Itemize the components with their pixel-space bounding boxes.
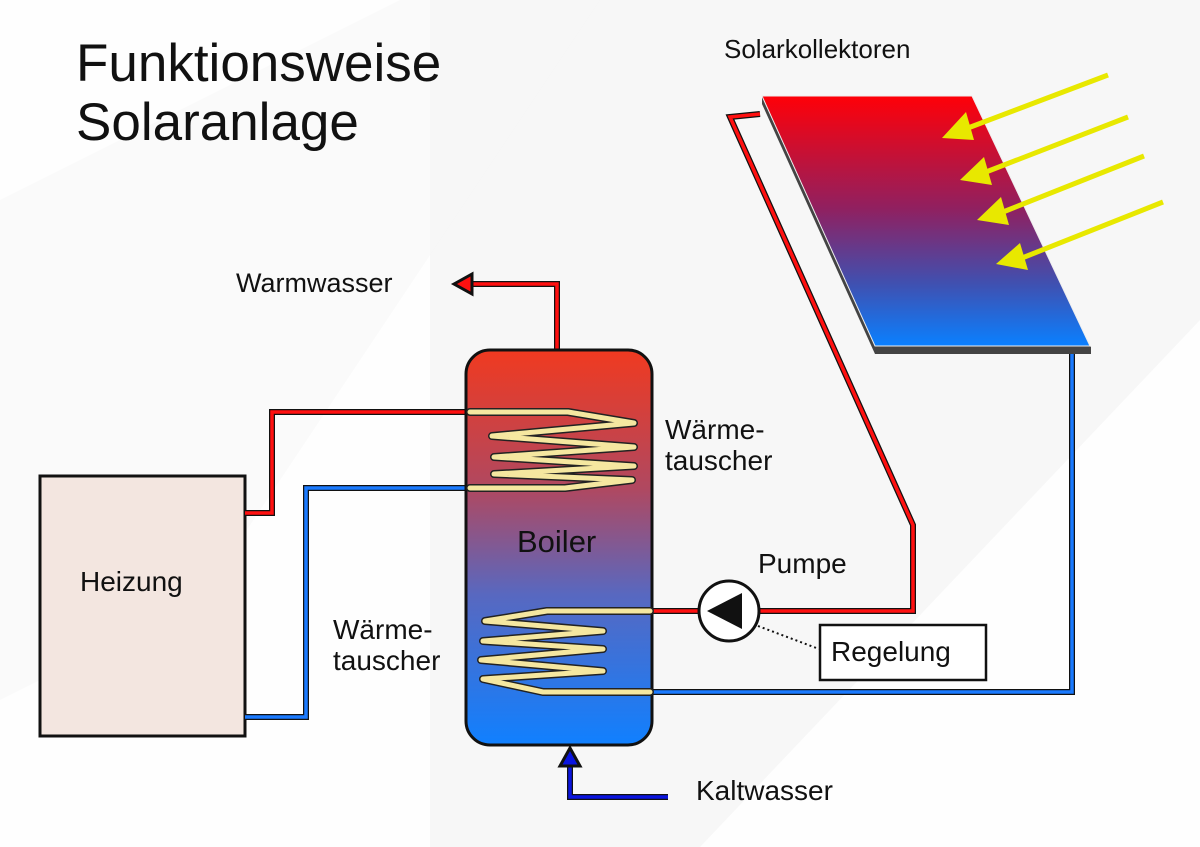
lower-heat-exchanger-label: Wärme- tauscher [333, 614, 441, 677]
sun-ray [1021, 199, 1164, 261]
boiler-label: Boiler [517, 524, 597, 559]
sun-ray-arrowhead-icon [960, 157, 992, 185]
solar-collectors-label: Solarkollektoren [724, 34, 911, 64]
sun-ray [985, 114, 1129, 175]
hot-water-label: Warmwasser [236, 268, 393, 298]
pump-label: Pumpe [758, 548, 847, 579]
solar-supply-pipe [727, 112, 915, 613]
lower-heat-exchanger-coil [477, 607, 654, 696]
diagram-title: Funktionsweise Solaranlage [76, 34, 441, 153]
title-line-1: Funktionsweise [76, 34, 442, 93]
sun-ray [967, 72, 1109, 131]
cold-water-arrow-icon [557, 744, 583, 768]
hot-water-pipe [470, 282, 559, 350]
heating-supply-pipe [245, 410, 470, 515]
solar-return-pipe [650, 345, 1074, 694]
sun-ray-arrowhead-icon [977, 197, 1009, 225]
upper-heat-exchanger-coil [466, 408, 638, 492]
sun-ray [1002, 153, 1145, 215]
pump-control-line [757, 625, 820, 650]
cold-water-pipe [568, 760, 668, 799]
upper-heat-exchanger-label: Wärme- tauscher [665, 414, 773, 477]
sun-rays [942, 72, 1164, 270]
heating-label: Heizung [80, 566, 183, 597]
pump-direction-icon [707, 593, 742, 629]
hot-water-arrow-icon [450, 271, 474, 297]
solar-collector-panel[interactable] [761, 95, 1091, 347]
sun-ray-arrowhead-icon [996, 243, 1028, 270]
heating-return-pipe [245, 486, 470, 719]
sun-ray-arrowhead-icon [942, 112, 974, 140]
controller-label: Regelung [831, 636, 951, 667]
heating-box[interactable] [38, 474, 247, 738]
cold-water-label: Kaltwasser [696, 775, 833, 806]
controller-box[interactable] [818, 623, 988, 682]
title-line-2: Solaranlage [76, 93, 359, 153]
